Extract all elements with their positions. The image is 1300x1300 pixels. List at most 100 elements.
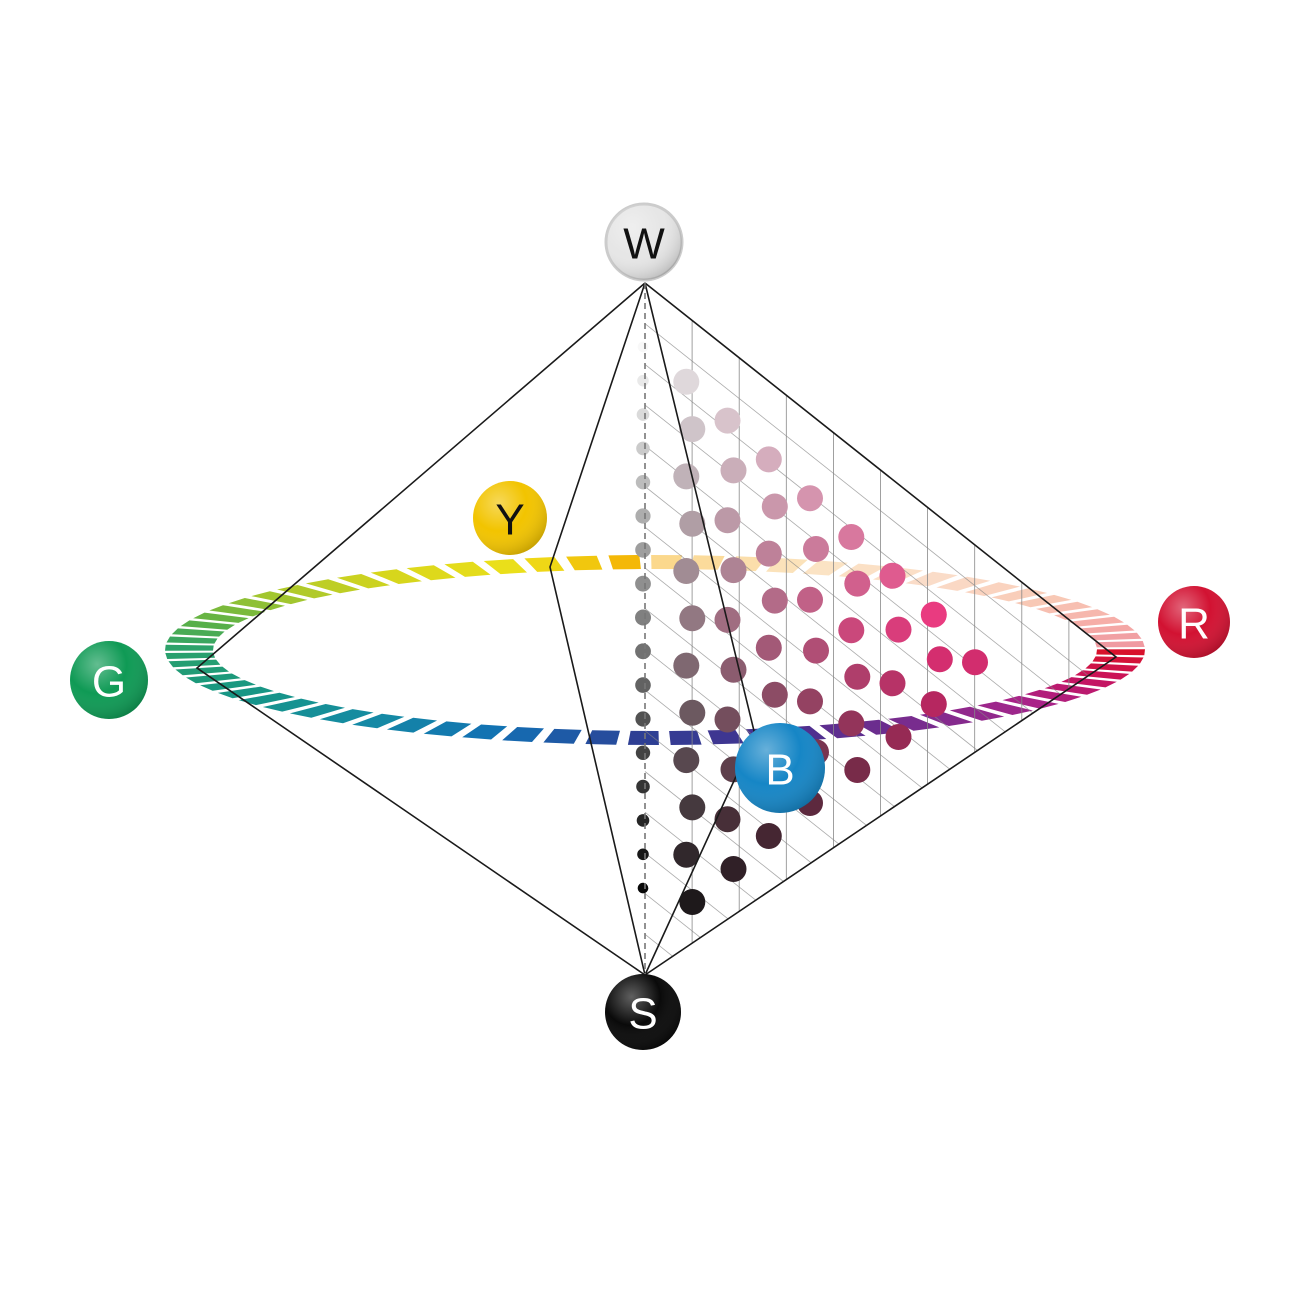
color-sample-dot [885,616,912,643]
hue-segment [444,561,491,577]
grey-sample-dot [635,542,651,558]
color-sample-dot [844,663,871,690]
grey-sample-dot [636,441,650,456]
color-samples [635,341,988,915]
grey-sample-dot [635,609,651,626]
color-sample-dot [755,634,782,661]
color-sample-dot [679,416,706,443]
color-sample-dot [720,457,747,484]
hue-segment [802,560,848,576]
hue-segment [1054,609,1110,620]
hue-segment [180,620,235,630]
hue-segment [305,579,361,594]
grid-line-diagonal [644,445,1006,733]
hue-segment [543,728,582,744]
hue-segment [171,628,225,637]
hue-segment [1061,677,1117,688]
color-sample-dot [679,699,706,726]
grey-sample-dot [635,677,651,693]
grey-sample-dot [636,408,650,421]
cone-edge-right [644,282,1118,976]
color-sample-dot [714,507,741,534]
grey-sample-dot [637,882,649,894]
color-sample-dot [679,605,706,632]
hue-segment [651,555,683,570]
hue-segment [1089,632,1142,641]
hue-segment [193,612,249,623]
hue-segment [168,659,221,668]
blue-primary-label: B [765,746,794,795]
hue-segment [977,701,1033,715]
color-sample-dot [838,617,865,644]
color-sample-dot [755,446,782,473]
hue-segment [289,704,345,718]
cone-edge-front [549,282,646,976]
hue-segment [1096,649,1145,656]
color-sample-dot [714,806,741,833]
color-sample-dot [673,368,700,395]
color-sample-dot [761,681,788,708]
color-sample-dot [673,747,700,774]
hue-segment [1095,641,1145,648]
color-sample-dot [679,510,706,537]
hue-segment [905,571,958,587]
color-sample-dot [920,691,947,718]
color-sample-dot [797,688,823,715]
black-pole-badge: S [605,974,681,1050]
hue-segment [1092,656,1144,664]
color-sample-dot [962,649,988,676]
hue-segment [483,559,527,575]
color-sample-dot [673,463,700,490]
grey-sample-dot [635,711,651,727]
green-primary-label: G [92,658,126,707]
color-sample-dot [838,710,865,737]
color-sample-dot [755,823,782,849]
hue-segment [462,724,508,740]
color-sample-dot [761,493,788,520]
color-sample-dot [803,637,829,664]
color-sample-dot [797,485,823,512]
hue-segment [337,574,390,589]
hue-segment [1036,601,1093,614]
hue-segment [166,636,218,644]
color-sample-dot [844,757,871,783]
page-grid [644,320,1089,957]
hue-segment [1044,683,1101,695]
color-sample-dot [920,601,947,628]
white-pole-label: W [623,220,665,269]
grey-sample-dot [637,341,649,353]
grid-line-diagonal [644,323,1089,677]
hue-segment [200,680,256,691]
hue-segment [502,727,544,742]
hue-segment [707,729,744,745]
hue-segment [1075,670,1130,680]
color-sample-dot [803,536,829,562]
hue-segment [608,555,641,570]
color-sample-dot [679,794,706,821]
color-sample-dot [720,557,747,584]
hue-segment [319,709,374,724]
hue-segment [386,717,438,733]
color-sample-dot [879,562,906,589]
color-sample-dot [926,646,953,673]
hue-segment [352,713,405,729]
grey-sample-dot [637,374,649,387]
grid-line-diagonal [644,730,812,864]
hue-segment [1025,689,1082,702]
color-sample-dot [714,407,741,434]
color-sample-dot [844,570,871,597]
hue-segment [669,730,702,745]
hue-segment [936,576,991,591]
hue-segment [262,698,319,712]
hue-segment [209,605,266,617]
hue-segment [217,686,274,699]
grey-sample-dot [636,779,650,794]
grey-sample-dot [635,508,651,524]
hue-segment [165,652,215,659]
grid-line-diagonal [644,771,784,882]
hue-segment [524,557,565,572]
color-sample-dot [885,724,912,750]
grid-line-diagonal [644,811,757,901]
